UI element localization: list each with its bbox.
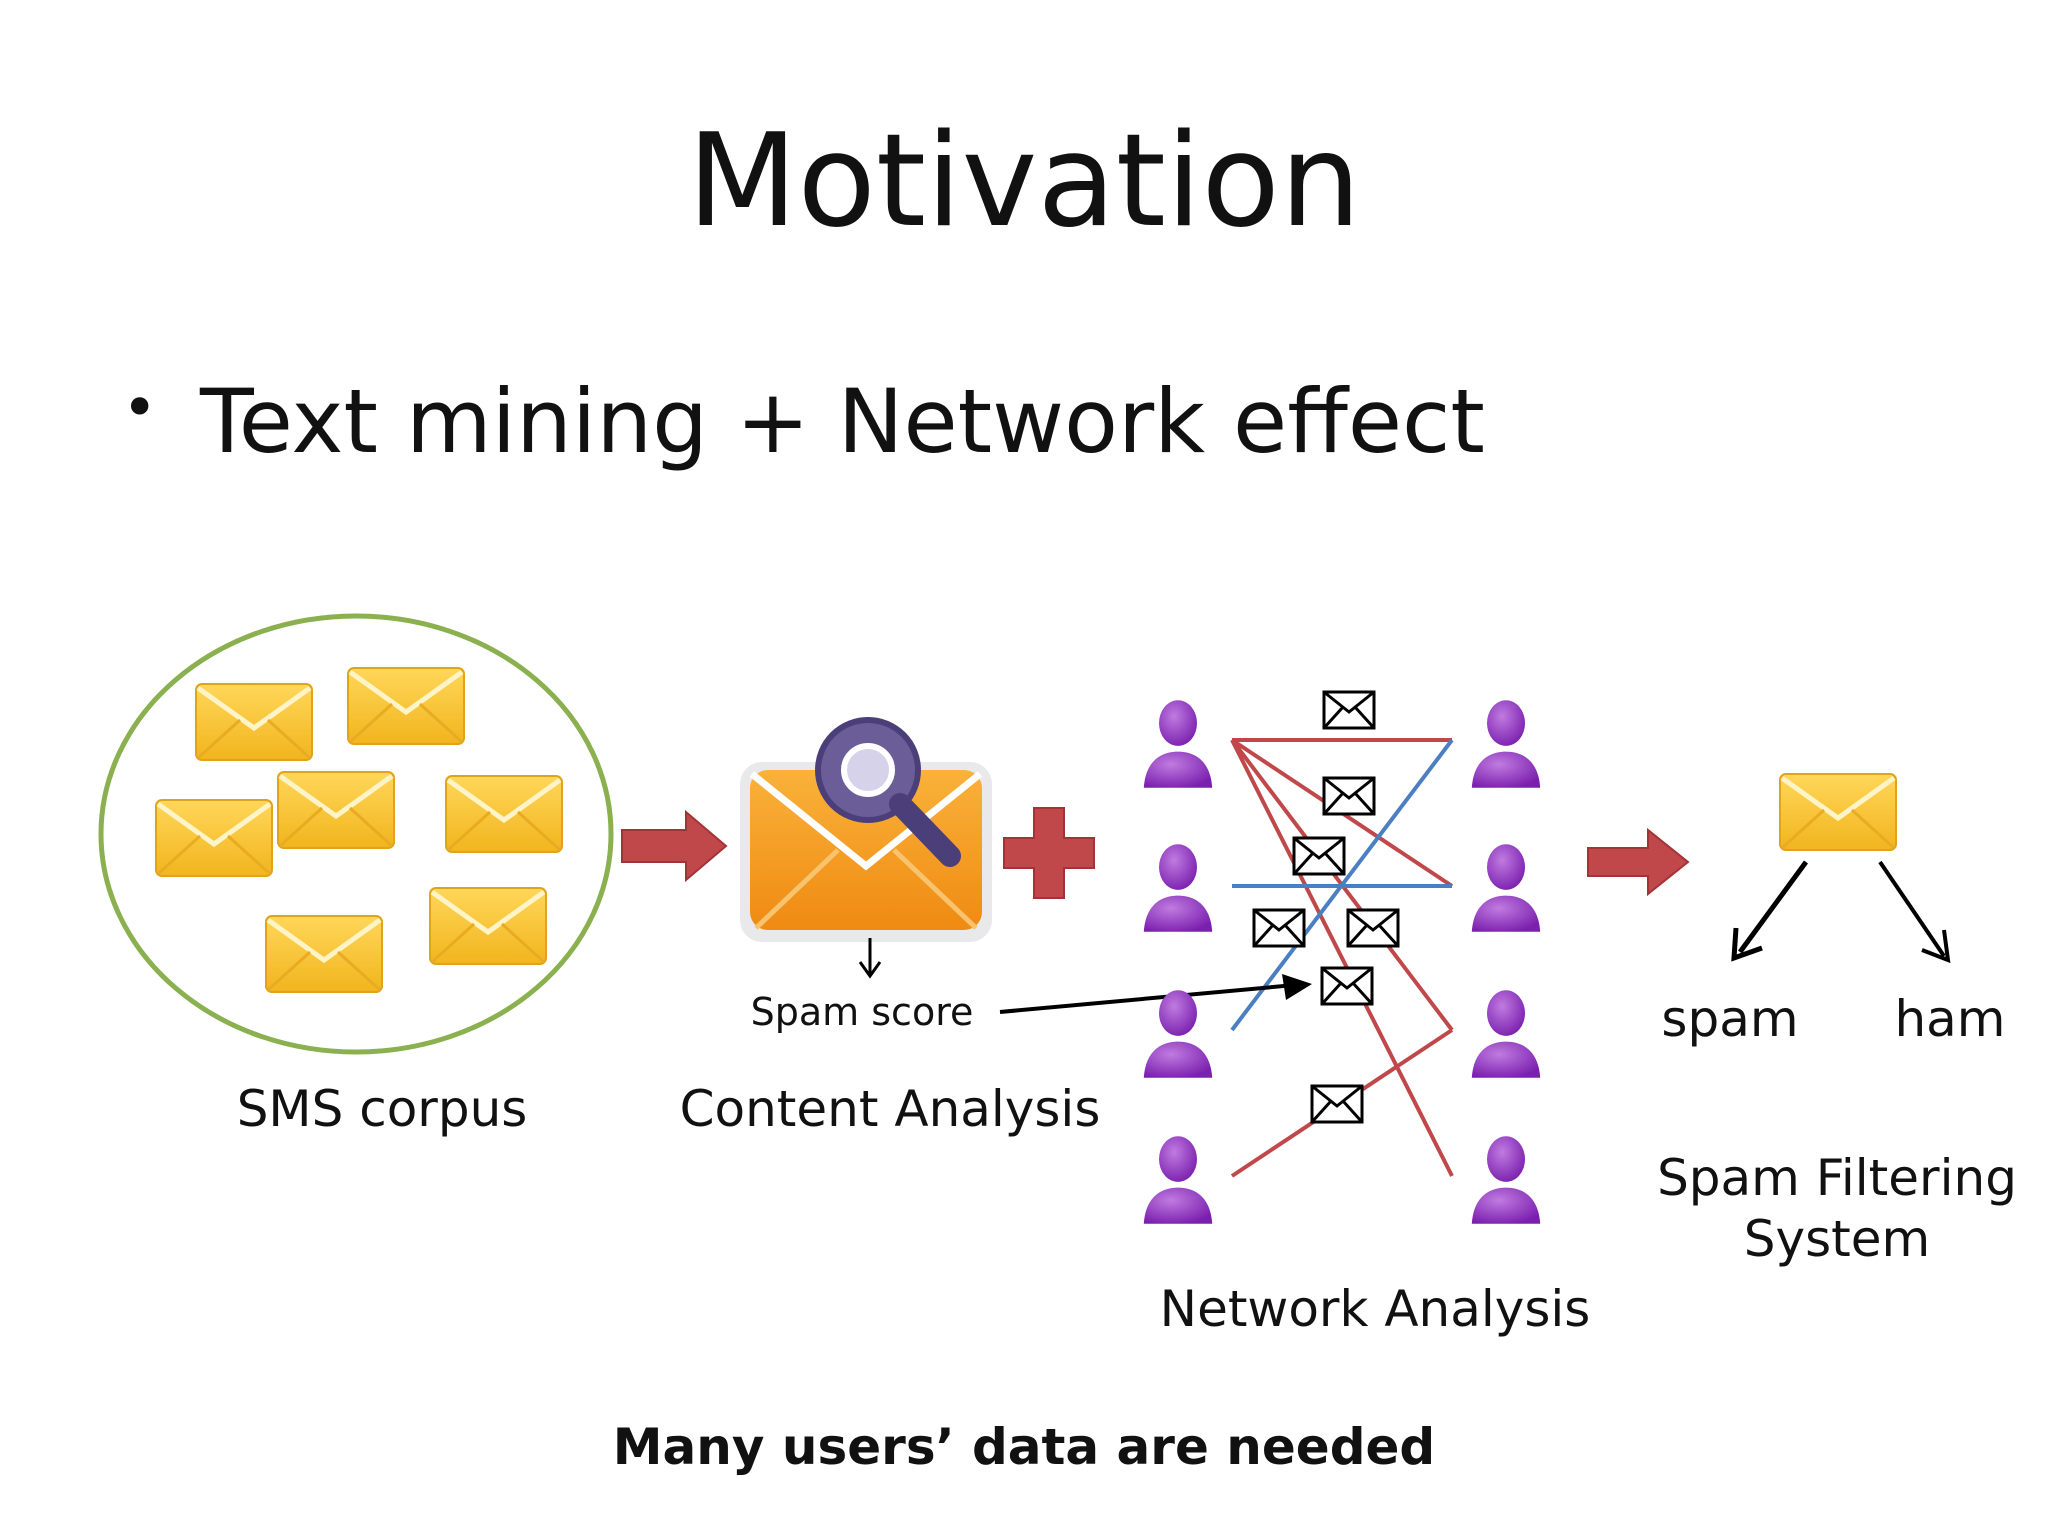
arrow-ham-icon [1878,860,1946,958]
user-icon [1143,1136,1213,1224]
user-icon [1471,844,1541,932]
envelope-icon [1780,774,1896,850]
arrow-head-icon [1921,929,1951,964]
mail-icon [1320,966,1374,1006]
mail-icon [1322,690,1376,730]
spam-filtering-system-label: Spam Filtering System [1657,1149,2017,1268]
mail-icon [1322,776,1376,816]
bullet-marker: • [122,373,158,443]
user-icon [1471,990,1541,1078]
spam-score-arrow [999,982,1307,1014]
envelope-icon [278,772,394,848]
user-icon [1471,700,1541,788]
spam-label: spam [1661,990,1799,1048]
sms-corpus-label: SMS corpus [236,1080,528,1138]
mail-icon [1292,836,1346,876]
user-icon [1143,990,1213,1078]
user-icon [1143,700,1213,788]
arrow-down-icon [858,938,882,979]
user-icon [1143,844,1213,932]
envelope-icon [446,776,562,852]
bullet-text: Text mining + Network effect [200,370,1485,473]
envelope-icon [196,684,312,760]
spam-score-label: Spam score [750,990,974,1034]
user-icon [1471,1136,1541,1224]
envelope-icon [156,800,272,876]
plus-icon [1003,807,1095,899]
magnifier-icon [815,717,961,867]
envelope-icon [430,888,546,964]
corpus-ring [98,613,614,1055]
network-edges-blue [1230,738,1454,1032]
envelope-icon [266,916,382,992]
footnote: Many users’ data are needed [612,1418,1436,1476]
ham-label: ham [1894,990,2006,1048]
slide-title: Motivation [687,107,1361,256]
content-analysis-label: Content Analysis [679,1080,1101,1138]
arrow-right-icon [621,809,728,883]
network-analysis-label: Network Analysis [1159,1280,1591,1338]
mail-icon [1252,908,1306,948]
mail-icon [1346,908,1400,948]
mail-icon [1310,1084,1364,1124]
envelope-icon [348,668,464,744]
content-analysis-icon [740,717,992,942]
arrow-spam-icon [1737,860,1809,954]
arrow-head-icon [1731,927,1763,962]
arrow-head-icon [1282,974,1312,1000]
arrow-right-icon [1587,827,1690,897]
